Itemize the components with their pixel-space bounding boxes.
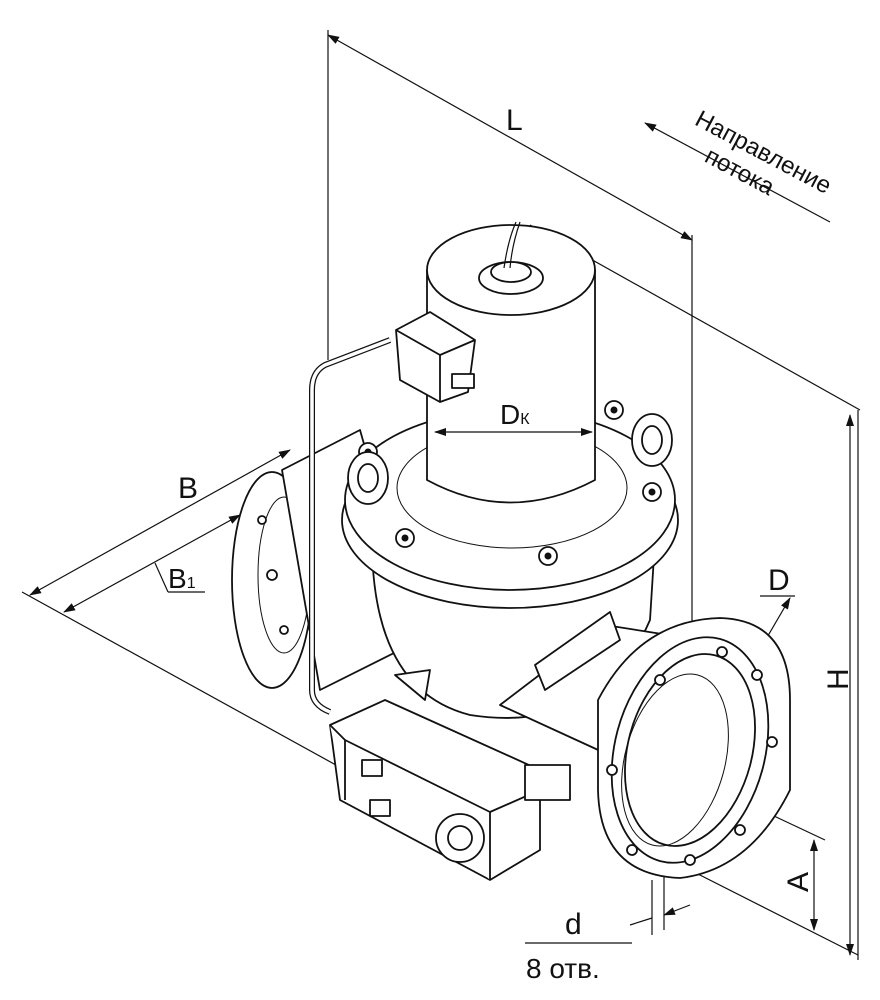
connector-box: [309, 311, 476, 715]
right-flange: [597, 617, 791, 879]
label-B: B: [178, 472, 198, 505]
flow-direction-label: Направление потока: [691, 105, 836, 201]
label-d: d: [565, 908, 582, 941]
actuator: [329, 699, 571, 881]
label-B1: B1: [168, 563, 196, 594]
label-D: D: [768, 564, 790, 597]
solenoid-coil: [426, 221, 596, 504]
label-A: A: [782, 872, 815, 892]
label-H: H: [822, 668, 855, 690]
label-Dk: DК: [500, 399, 530, 430]
label-holes: 8 отв.: [526, 953, 600, 984]
label-L: L: [506, 104, 523, 137]
